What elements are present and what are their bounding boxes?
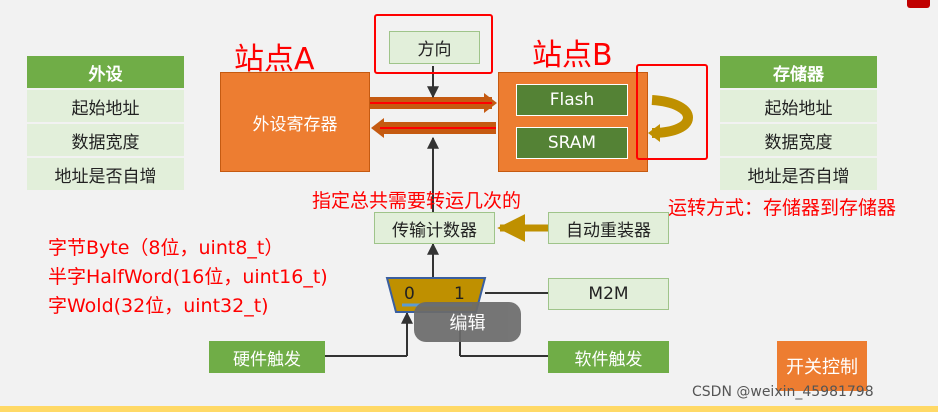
memory-table-header: 存储器	[720, 56, 877, 88]
m2m-box: M2M	[548, 278, 669, 310]
transfer-count-note: 指定总共需要转运几次的	[312, 190, 522, 212]
data-size-word: 字Wold(32位，uint32_t)	[48, 295, 269, 317]
memory-data-width: 数据宽度	[720, 124, 877, 156]
data-size-list: 字节Byte（8位，uint8_t） 半字HalfWord(16位，uint16…	[48, 234, 328, 321]
station-a-title: 站点A	[234, 42, 315, 77]
flash-block: Flash	[516, 84, 628, 116]
sram-block: SRAM	[516, 127, 628, 159]
data-size-halfword: 半字HalfWord(16位，uint16_t)	[48, 266, 328, 288]
transfer-counter: 传输计数器	[374, 212, 495, 244]
switch-control: 开关控制	[777, 341, 867, 391]
m2m-curve-arrow	[651, 95, 693, 138]
bottom-border	[0, 406, 938, 412]
data-size-byte: 字节Byte（8位，uint8_t）	[48, 237, 284, 259]
peripheral-data-width: 数据宽度	[27, 124, 184, 156]
direction-highlight	[374, 14, 493, 74]
direction-box: 方向	[389, 31, 480, 64]
m2m-highlight	[636, 64, 708, 160]
software-trigger: 软件触发	[548, 341, 669, 373]
hardware-trigger: 硬件触发	[209, 341, 325, 373]
mux-input-0: 0	[404, 284, 415, 304]
station-b-title: 站点B	[532, 38, 613, 73]
corner-marker	[907, 0, 930, 8]
mux-input-1: 1	[454, 284, 465, 304]
auto-reloader: 自动重装器	[548, 212, 669, 244]
edit-button[interactable]: 编辑	[414, 302, 521, 342]
memory-start-address: 起始地址	[720, 90, 877, 122]
m2m-mode-note: 运转方式：存储器到存储器	[668, 197, 897, 219]
memory-address-increment: 地址是否自增	[720, 158, 877, 190]
peripheral-address-increment: 地址是否自增	[27, 158, 184, 190]
peripheral-table-header: 外设	[27, 56, 184, 88]
peripheral-register: 外设寄存器	[220, 72, 370, 172]
peripheral-start-address: 起始地址	[27, 90, 184, 122]
csdn-watermark: CSDN @weixin_45981798	[692, 384, 874, 400]
